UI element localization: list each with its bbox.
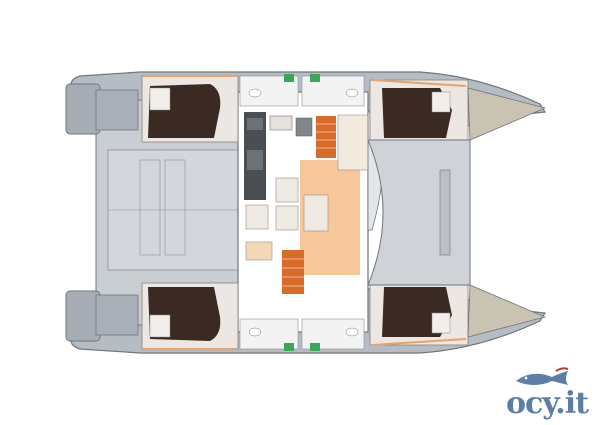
port-forward-cabin xyxy=(369,79,469,143)
stairs xyxy=(282,116,336,294)
starboard-forward-cabin xyxy=(369,282,469,346)
logo-text: ocy.it xyxy=(506,386,589,421)
foredeck xyxy=(367,139,471,286)
ocy-logo[interactable]: ocy.it xyxy=(506,367,592,419)
port-aft-cabin xyxy=(141,75,239,143)
heads xyxy=(239,74,365,351)
fish-icon xyxy=(516,367,569,385)
starboard-aft-cabin xyxy=(141,282,239,350)
trampoline xyxy=(467,87,547,338)
saloon-seating xyxy=(245,177,329,261)
galley-counter xyxy=(244,112,313,200)
wood-trim xyxy=(144,75,467,350)
transom-steps xyxy=(65,83,139,342)
